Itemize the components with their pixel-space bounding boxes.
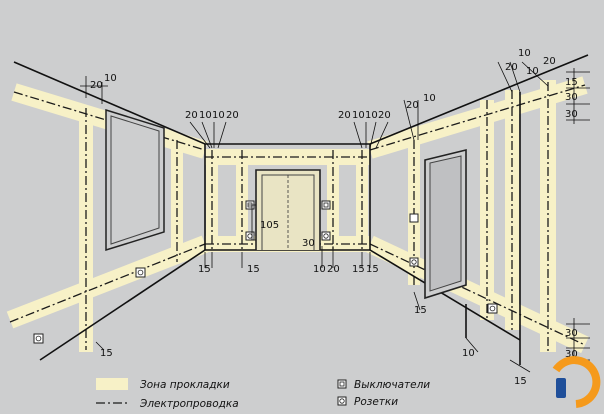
legend-zone-swatch bbox=[96, 378, 128, 390]
legend-switches-label: Выключатели bbox=[354, 379, 430, 391]
socket-icon bbox=[245, 231, 255, 241]
dim-label: 20 bbox=[90, 80, 103, 91]
switch-icon bbox=[409, 213, 419, 223]
socket-icon bbox=[409, 257, 419, 267]
socket-icon bbox=[33, 333, 44, 344]
dim-label: 10 bbox=[526, 66, 539, 77]
legend-wiring-label: Электропроводка bbox=[139, 398, 239, 410]
floor-left-edge bbox=[39, 249, 206, 361]
dim-label: 15 bbox=[514, 376, 527, 387]
dim-label: 15 bbox=[352, 264, 365, 275]
socket-icon bbox=[487, 303, 498, 314]
dim-label: 20 bbox=[327, 264, 340, 275]
floor-right-edge bbox=[369, 249, 521, 341]
wire-left-bottom bbox=[9, 243, 206, 323]
dim-label: 10 bbox=[462, 348, 475, 359]
dim-label: 15 bbox=[565, 77, 578, 88]
dim-label: 20 bbox=[378, 110, 391, 121]
dim-label: 10 bbox=[313, 264, 326, 275]
dim-label: 20 bbox=[338, 110, 351, 121]
dimension-lines bbox=[80, 61, 590, 373]
dim-label: 30 bbox=[302, 238, 315, 249]
switch-icon bbox=[321, 200, 331, 210]
right-door bbox=[424, 148, 467, 300]
dim-label: 15 bbox=[100, 348, 113, 359]
dim-label: 20 bbox=[185, 110, 198, 121]
dim-label: 10 bbox=[212, 110, 225, 121]
dim-label: 10 bbox=[518, 48, 531, 59]
legend-switch-icon bbox=[337, 379, 347, 389]
ceiling-edge bbox=[13, 54, 589, 145]
wire-left-top bbox=[13, 91, 206, 151]
dim-label: 20 bbox=[543, 56, 556, 67]
legend: Зона прокладки Электропроводка Выключате… bbox=[96, 378, 430, 410]
dim-label: 30 bbox=[565, 349, 578, 360]
dim-label: 15 bbox=[247, 264, 260, 275]
wire-right-top bbox=[369, 84, 586, 151]
dim-label: 15 bbox=[198, 264, 211, 275]
socket-icon bbox=[321, 231, 331, 241]
dim-label: 15 bbox=[414, 305, 427, 316]
window bbox=[105, 108, 165, 252]
legend-zone-label: Зона прокладки bbox=[140, 379, 230, 391]
dim-label: 20 bbox=[505, 62, 518, 73]
dim-label: 30 bbox=[565, 92, 578, 103]
dim-label: 10 bbox=[423, 93, 436, 104]
brand-logo-icon bbox=[552, 356, 601, 408]
switch-icon-inner bbox=[323, 202, 329, 208]
dim-label: 20 bbox=[406, 100, 419, 111]
socket-icon bbox=[135, 267, 146, 278]
dim-label: 30 bbox=[565, 328, 578, 339]
back-doorway bbox=[255, 169, 321, 250]
dim-label: 10 bbox=[199, 110, 212, 121]
dim-label: 30 bbox=[565, 109, 578, 120]
legend-sockets-label: Розетки bbox=[354, 396, 398, 408]
wire-right-bottom bbox=[369, 243, 586, 346]
dim-label: 15 bbox=[366, 264, 379, 275]
dim-label: 10 bbox=[352, 110, 365, 121]
dim-label: 10 bbox=[365, 110, 378, 121]
wiring-lines bbox=[9, 82, 586, 352]
dim-label: 10 bbox=[104, 73, 117, 84]
legend-socket-icon bbox=[337, 396, 347, 406]
dim-label: 20 bbox=[226, 110, 239, 121]
dim-label: 105 bbox=[260, 220, 279, 231]
dimension-labels: 20 10 20 10 10 20 105 15 15 30 10 20 15 … bbox=[90, 48, 578, 387]
